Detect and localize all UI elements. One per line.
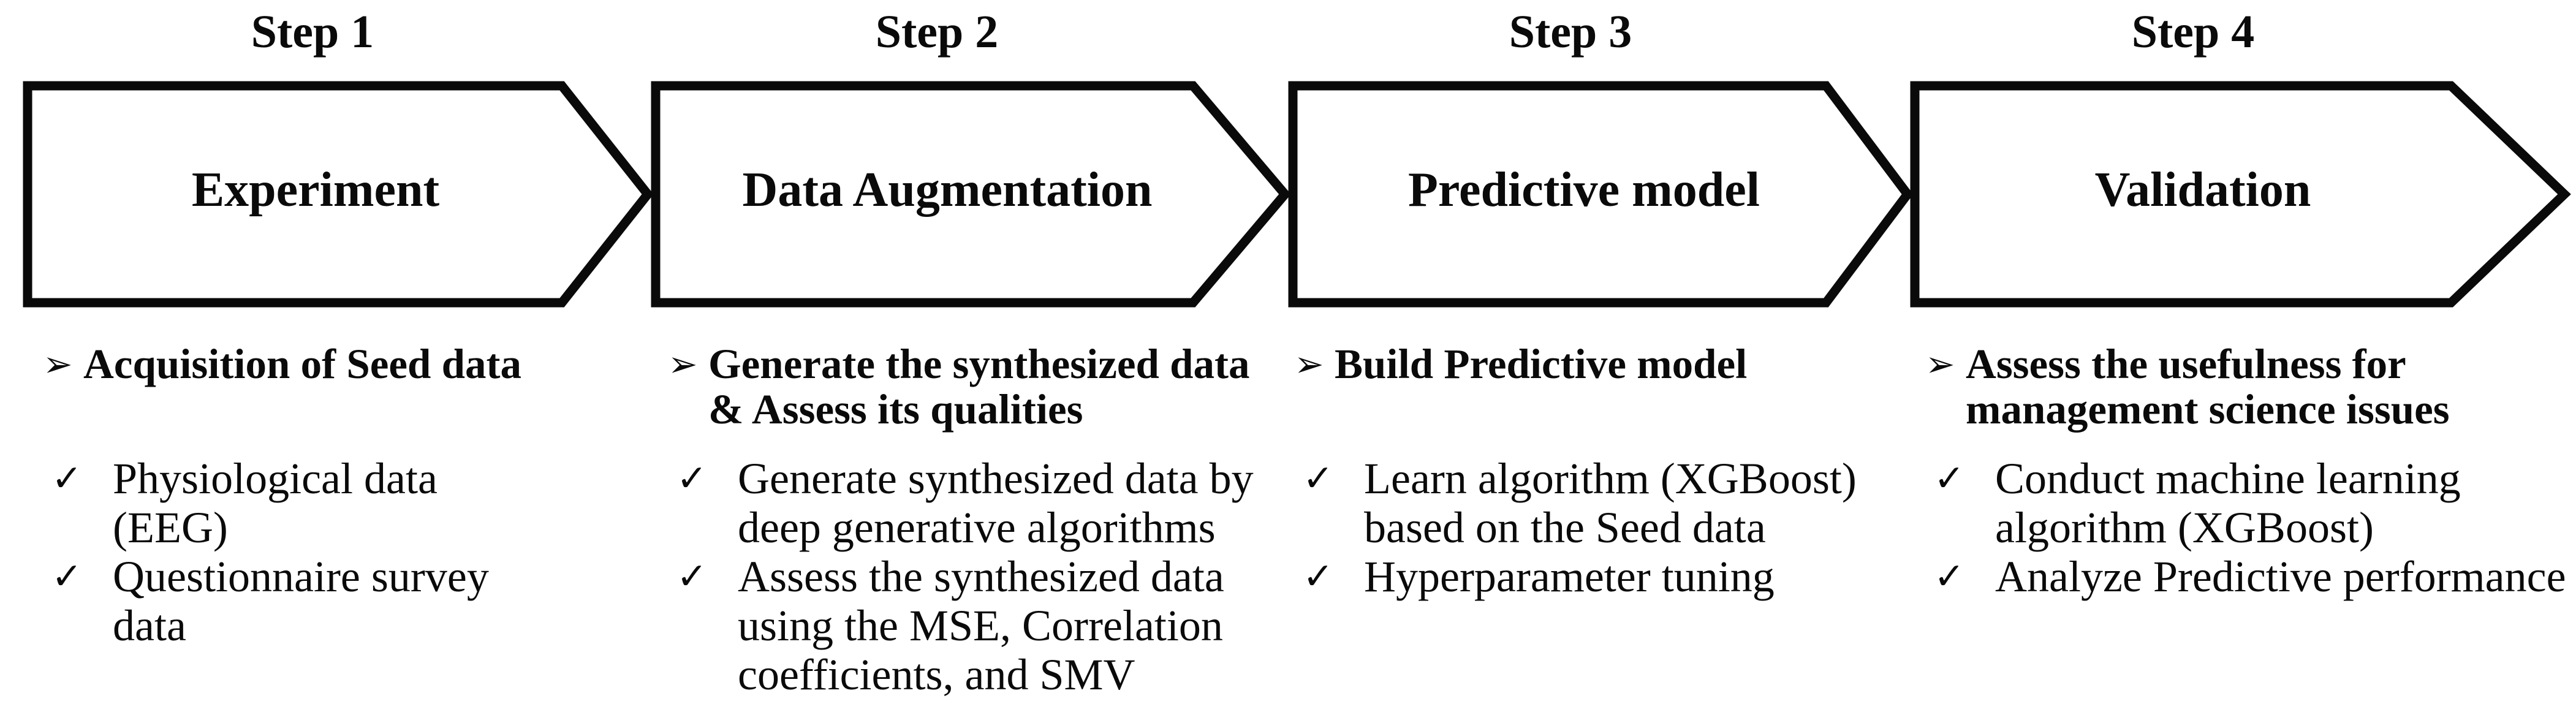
step-3-section-header: ➢ Build Predictive model xyxy=(1294,341,1747,387)
step-1-section-header: ➢ Acquisition of Seed data xyxy=(43,341,521,387)
list-item: ✓ Assess the synthesized data using the … xyxy=(676,552,1254,699)
step-3-checklist: ✓ Learn algorithm (XGBoost) based on the… xyxy=(1303,454,1857,601)
list-item-text: Analyze Predictive performance xyxy=(1995,552,2566,601)
step-4-arrow-shape xyxy=(1910,81,2571,308)
list-item: ✓ Conduct machine learning algorithm (XG… xyxy=(1934,454,2566,552)
step-1-arrow-shape xyxy=(23,81,654,308)
step-3-column: ➢ Build Predictive model ✓ Learn algorit… xyxy=(1294,0,1913,712)
step-3-title: Step 3 xyxy=(1509,6,1632,58)
list-item-text: Conduct machine learning algorithm (XGBo… xyxy=(1995,454,2461,552)
list-item: ✓ Hyperparameter tuning xyxy=(1303,552,1857,601)
step-3-arrow-label: Predictive model xyxy=(1408,163,1760,217)
section-header-text: Assess the usefulness for management sci… xyxy=(1966,341,2450,433)
section-header-text: Generate the synthesized data & Assess i… xyxy=(708,341,1250,433)
list-item-text: Generate synthesized data by deep genera… xyxy=(738,454,1254,552)
checkmark-icon: ✓ xyxy=(676,457,708,500)
list-item-text: Questionnaire survey data xyxy=(113,552,489,650)
list-item-text: Learn algorithm (XGBoost) based on the S… xyxy=(1364,454,1857,552)
checkmark-icon: ✓ xyxy=(51,555,83,598)
step-2-arrow-label: Data Augmentation xyxy=(742,163,1153,217)
arrowhead-bullet-icon: ➢ xyxy=(43,343,73,385)
step-4-checklist: ✓ Conduct machine learning algorithm (XG… xyxy=(1934,454,2566,601)
list-item: ✓ Generate synthesized data by deep gene… xyxy=(676,454,1254,552)
step-2-arrow-shape xyxy=(651,81,1291,308)
step-3-arrow-shape xyxy=(1288,81,1914,308)
list-item-text: Assess the synthesized data using the MS… xyxy=(738,552,1224,699)
list-item: ✓ Learn algorithm (XGBoost) based on the… xyxy=(1303,454,1857,552)
step-4-title: Step 4 xyxy=(2131,6,2255,58)
section-header-text: Build Predictive model xyxy=(1335,341,1748,387)
checkmark-icon: ✓ xyxy=(51,457,83,500)
step-1-column: ➢ Acquisition of Seed data ✓ Physiologic… xyxy=(43,0,662,712)
arrowhead-bullet-icon: ➢ xyxy=(668,343,698,385)
section-header-text: Acquisition of Seed data xyxy=(83,341,521,387)
list-item: ✓ Questionnaire survey data xyxy=(51,552,489,650)
checkmark-icon: ✓ xyxy=(1303,457,1334,500)
step-2-checklist: ✓ Generate synthesized data by deep gene… xyxy=(676,454,1254,699)
checkmark-icon: ✓ xyxy=(1934,555,1965,598)
step-1-arrow-label: Experiment xyxy=(191,163,440,217)
list-item-text: Hyperparameter tuning xyxy=(1364,552,1775,601)
step-1-checklist: ✓ Physiological data (EEG) ✓ Questionnai… xyxy=(51,454,489,650)
step-2-section-header: ➢ Generate the synthesized data & Assess… xyxy=(668,341,1249,432)
checkmark-icon: ✓ xyxy=(676,555,708,598)
step-4-section-header: ➢ Assess the usefulness for management s… xyxy=(1925,341,2450,432)
step-2-column: ➢ Generate the synthesized data & Assess… xyxy=(668,0,1293,712)
list-item-text: Physiological data (EEG) xyxy=(113,454,438,552)
step-4-arrow-label: Validation xyxy=(2094,163,2311,217)
list-item: ✓ Physiological data (EEG) xyxy=(51,454,489,552)
step-1-title: Step 1 xyxy=(251,6,374,58)
arrowhead-bullet-icon: ➢ xyxy=(1925,343,1955,385)
checkmark-icon: ✓ xyxy=(1934,457,1965,500)
step-4-column: ➢ Assess the usefulness for management s… xyxy=(1925,0,2575,712)
list-item: ✓ Analyze Predictive performance xyxy=(1934,552,2566,601)
step-2-title: Step 2 xyxy=(875,6,999,58)
arrowhead-bullet-icon: ➢ xyxy=(1294,343,1324,385)
checkmark-icon: ✓ xyxy=(1303,555,1334,598)
